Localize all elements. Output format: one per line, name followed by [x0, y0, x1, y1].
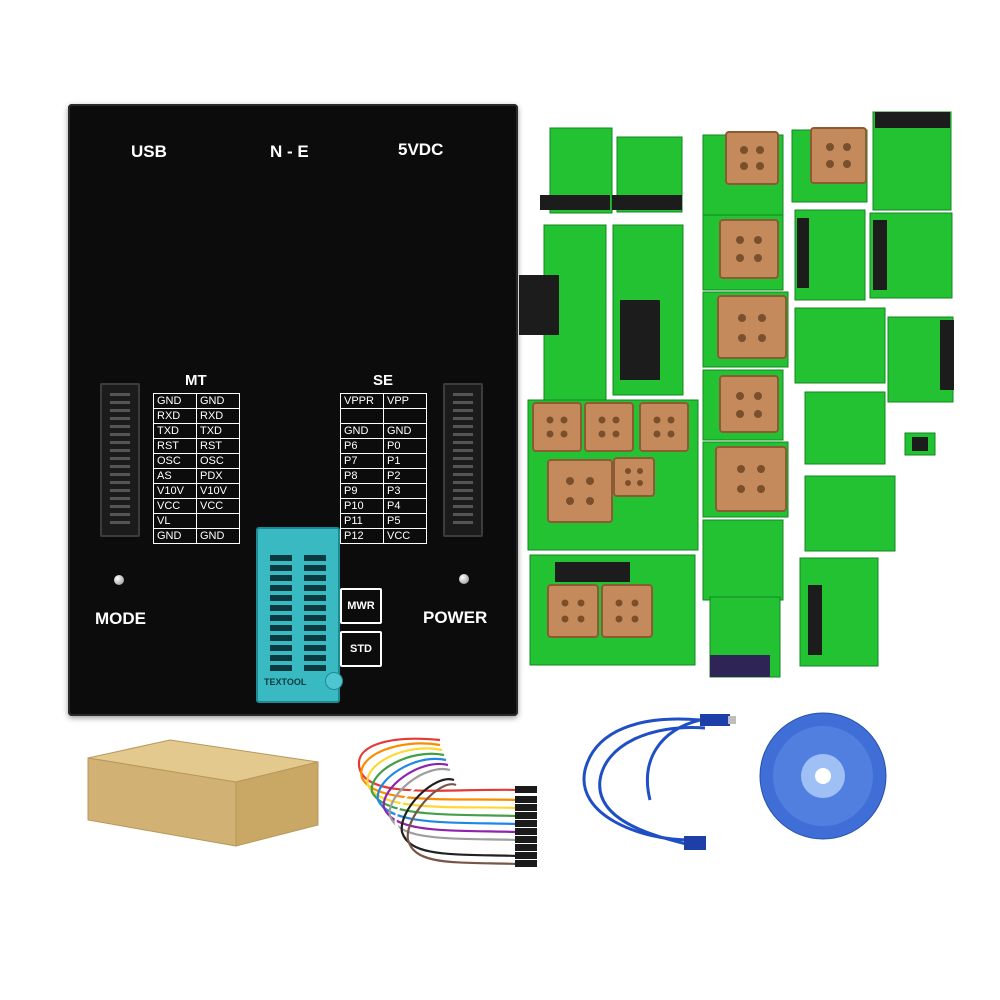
mt-pin-cell: RXD [153, 408, 197, 424]
adapter-chip [912, 437, 928, 451]
adapter-board [872, 111, 952, 211]
adapter-board [702, 519, 784, 601]
mt-pin-cell: VCC [196, 498, 240, 514]
se-pin-cell: VCC [383, 528, 427, 544]
plcc-socket [717, 295, 787, 359]
se-pin-cell: GND [340, 423, 384, 439]
adapter-db-connector [519, 275, 559, 335]
plcc-socket [725, 131, 779, 185]
plcc-sockets [532, 127, 867, 638]
zif-socket[interactable]: TEXTOOL [256, 527, 340, 703]
mt-pin-cell: VL [153, 513, 197, 529]
mwr-switch[interactable]: MWR [340, 588, 382, 624]
software-cd [759, 712, 887, 840]
mt-title: MT [185, 372, 207, 389]
adapter-board [794, 307, 886, 384]
cardboard-box [87, 739, 319, 847]
adapter-board [804, 475, 896, 552]
jumper-pins [515, 786, 537, 867]
plcc-socket [719, 375, 779, 433]
plcc-socket [532, 402, 582, 452]
usb-port-label: USB [131, 142, 167, 161]
adapter-header [612, 195, 682, 210]
mt-header-connector [100, 383, 140, 537]
se-pin-cell: P11 [340, 513, 384, 529]
mt-pin-cell: GND [153, 393, 197, 409]
plcc-socket [584, 402, 634, 452]
mt-pin-cell: OSC [196, 453, 240, 469]
adapter-header [940, 320, 954, 390]
std-switch[interactable]: STD [340, 631, 382, 667]
adapter-header [808, 585, 822, 655]
zif-lever[interactable] [325, 672, 343, 690]
vdc-port-label: 5VDC [398, 140, 444, 159]
power-label: POWER [423, 608, 488, 627]
mode-led [114, 575, 124, 585]
usb-plug-a-metal [728, 716, 736, 724]
usb-cable [582, 717, 706, 847]
plcc-socket [601, 584, 653, 638]
se-pin-cell: GND [383, 423, 427, 439]
ne-port-label: N - E [270, 142, 309, 161]
jumper-wires [357, 737, 521, 866]
adapter-dip-socket [620, 300, 660, 380]
se-header-connector [443, 383, 483, 537]
mt-pin-cell: RST [196, 438, 240, 454]
power-led [459, 574, 469, 584]
adapter-header [873, 220, 887, 290]
plcc-socket [715, 446, 787, 512]
plcc-socket [810, 127, 867, 184]
plcc-socket [613, 457, 655, 497]
mt-pin-cell: GND [196, 528, 240, 544]
adapter-board [804, 391, 886, 465]
se-pin-cell: P4 [383, 498, 427, 514]
mt-row: VL [153, 513, 240, 529]
mode-label: MODE [95, 609, 146, 628]
adapter-header [540, 195, 610, 210]
se-pin-cell: P12 [340, 528, 384, 544]
usb-plug-a [700, 714, 730, 726]
adapter-header [875, 112, 950, 128]
adapter-header [555, 562, 630, 582]
usb-plug-b [684, 836, 706, 850]
se-pin-cell: P5 [383, 513, 427, 529]
zif-brand-text: TEXTOOL [264, 677, 307, 687]
se-pin-cell: P8 [340, 468, 384, 484]
plcc-socket [547, 459, 613, 523]
plcc-socket [639, 402, 689, 452]
se-title: SE [373, 372, 394, 389]
se-pin-cell: VPP [383, 393, 427, 409]
adapter-header [710, 655, 770, 677]
mt-pin-cell: V10V [153, 483, 197, 499]
adapter-header [797, 218, 809, 288]
plcc-socket [719, 219, 779, 279]
plcc-socket [547, 584, 599, 638]
